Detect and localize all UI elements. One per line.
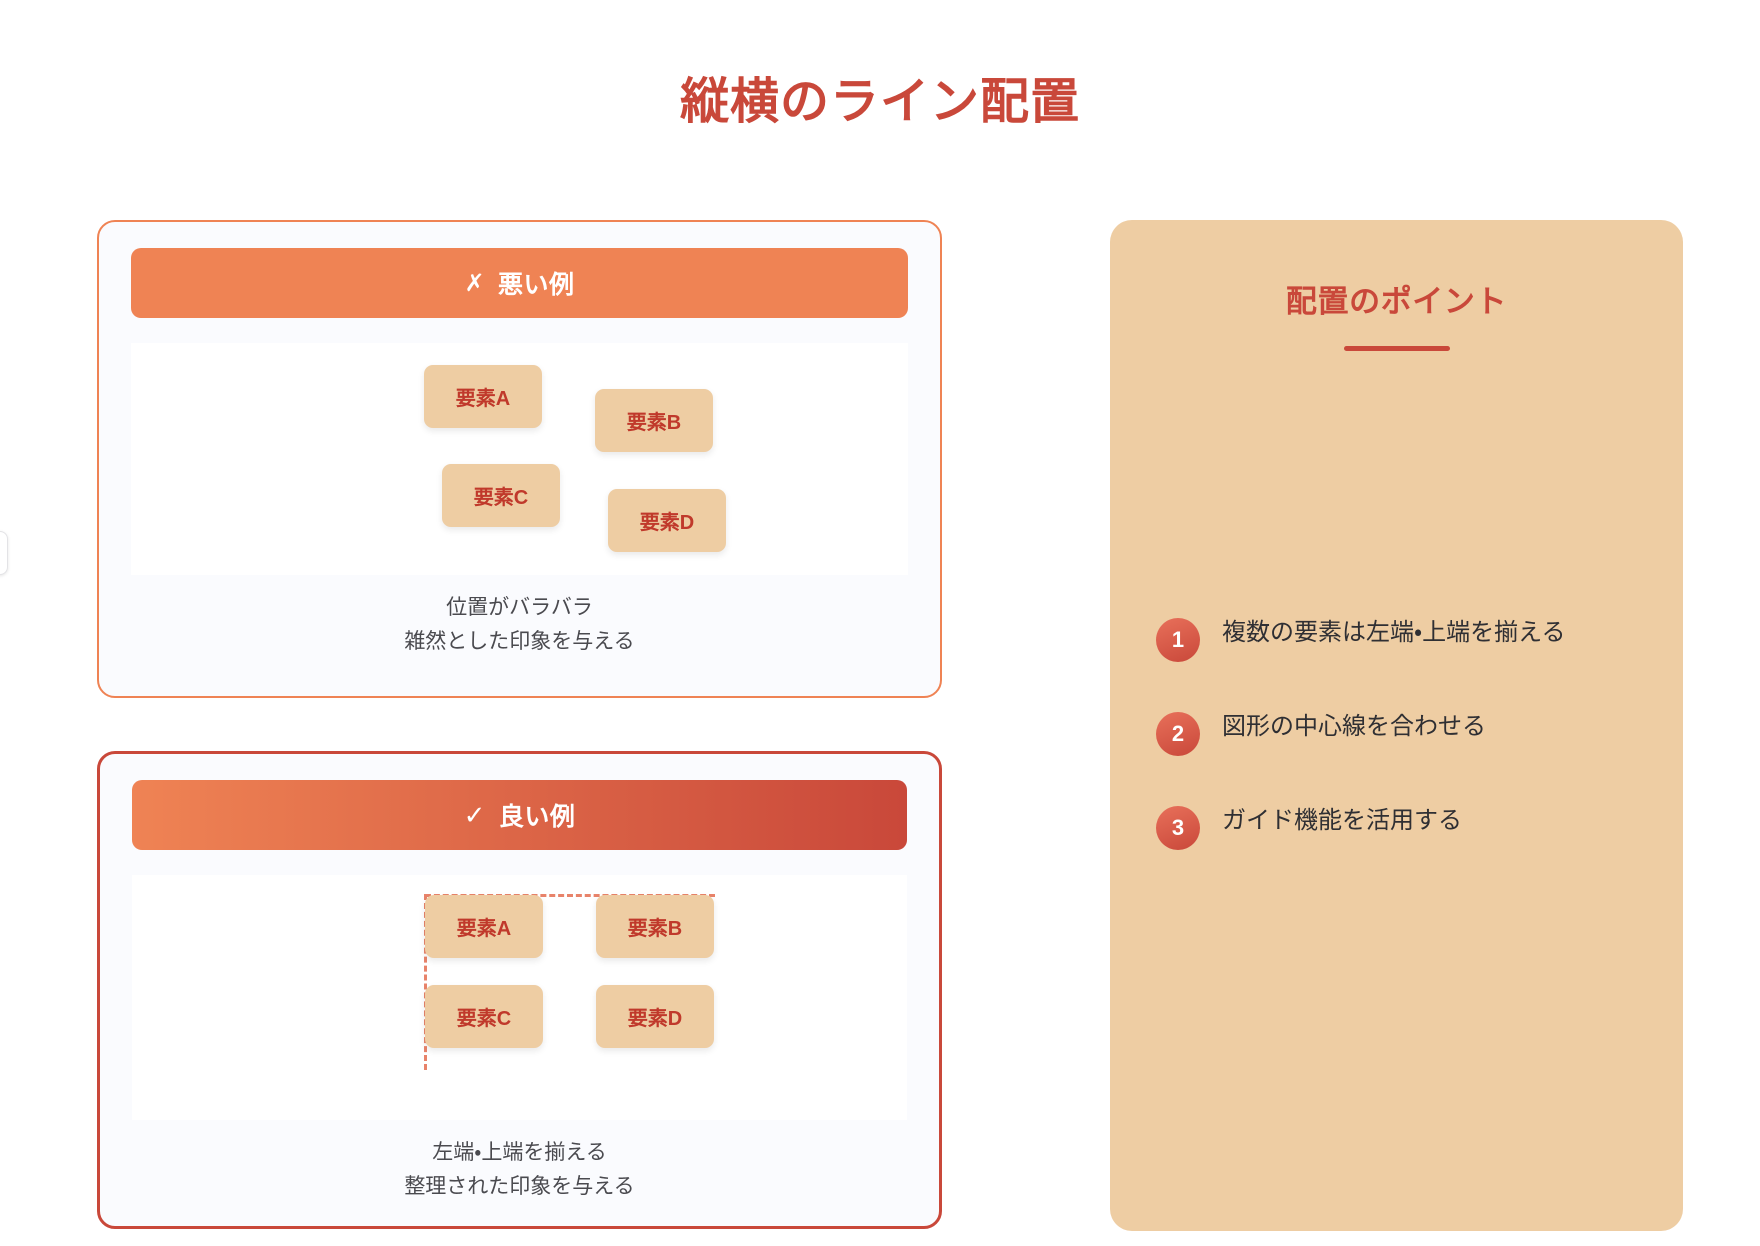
points-panel: 配置のポイント 1 複数の要素は左端・上端を揃える 2 図形の中心線を合わせる … — [1110, 220, 1683, 1231]
good-example-header: ✓ 良い例 — [132, 780, 907, 850]
title-underline — [1343, 346, 1450, 351]
element-box-b[interactable]: 要素B — [595, 389, 713, 452]
bad-example-caption: 位置がバラバラ 雑然とした印象を与える — [131, 591, 908, 659]
element-box-a[interactable]: 要素A — [425, 895, 543, 958]
edge-handle[interactable] — [0, 531, 8, 575]
bad-example-header: ✗ 悪い例 — [131, 248, 908, 318]
point-number-badge: 2 — [1156, 712, 1200, 756]
cross-icon: ✗ — [464, 269, 486, 297]
point-text: 複数の要素は左端・上端を揃える — [1222, 619, 1566, 646]
list-item: 3 ガイド機能を活用する — [1156, 804, 1637, 850]
check-icon: ✓ — [463, 799, 486, 830]
guide-line-vertical — [424, 894, 427, 1070]
good-example-card: ✓ 良い例 要素A 要素B 要素C 要素D 左端・上端を揃える 整理された印象を… — [97, 751, 942, 1229]
bad-caption-line-1: 位置がバラバラ — [446, 596, 593, 619]
page-title: 縦横のライン配置 — [680, 75, 1080, 129]
element-box-c[interactable]: 要素C — [442, 464, 560, 527]
bad-example-card: ✗ 悪い例 要素A 要素B 要素C 要素D 位置がバラバラ 雑然とした印象を与え… — [97, 220, 942, 698]
good-example-header-label: 良い例 — [498, 803, 576, 831]
bad-example-header-label: 悪い例 — [498, 271, 575, 299]
point-number-badge: 3 — [1156, 806, 1200, 850]
element-box-a[interactable]: 要素A — [424, 365, 542, 428]
points-list: 1 複数の要素は左端・上端を揃える 2 図形の中心線を合わせる 3 ガイド機能を… — [1156, 616, 1637, 850]
bad-caption-line-2: 雑然とした印象を与える — [404, 630, 635, 654]
good-example-stage: 要素A 要素B 要素C 要素D — [132, 875, 907, 1120]
element-box-d[interactable]: 要素D — [596, 985, 714, 1048]
list-item: 1 複数の要素は左端・上端を揃える — [1156, 616, 1637, 662]
guide-line-horizontal — [425, 894, 715, 897]
point-text: ガイド機能を活用する — [1222, 807, 1462, 834]
element-box-b[interactable]: 要素B — [596, 895, 714, 958]
element-box-d[interactable]: 要素D — [608, 489, 726, 552]
good-example-caption: 左端・上端を揃える 整理された印象を与える — [132, 1136, 907, 1204]
examples-column: ✗ 悪い例 要素A 要素B 要素C 要素D 位置がバラバラ 雑然とした印象を与え… — [97, 220, 942, 1229]
point-number-badge: 1 — [1156, 618, 1200, 662]
points-panel-title: 配置のポイント — [1285, 284, 1508, 319]
element-box-c[interactable]: 要素C — [425, 985, 543, 1048]
bad-example-stage: 要素A 要素B 要素C 要素D — [131, 343, 908, 575]
point-text: 図形の中心線を合わせる — [1222, 713, 1486, 740]
good-caption-line-2: 整理された印象を与える — [404, 1175, 635, 1199]
list-item: 2 図形の中心線を合わせる — [1156, 710, 1637, 756]
good-caption-line-1: 左端・上端を揃える — [432, 1141, 607, 1164]
